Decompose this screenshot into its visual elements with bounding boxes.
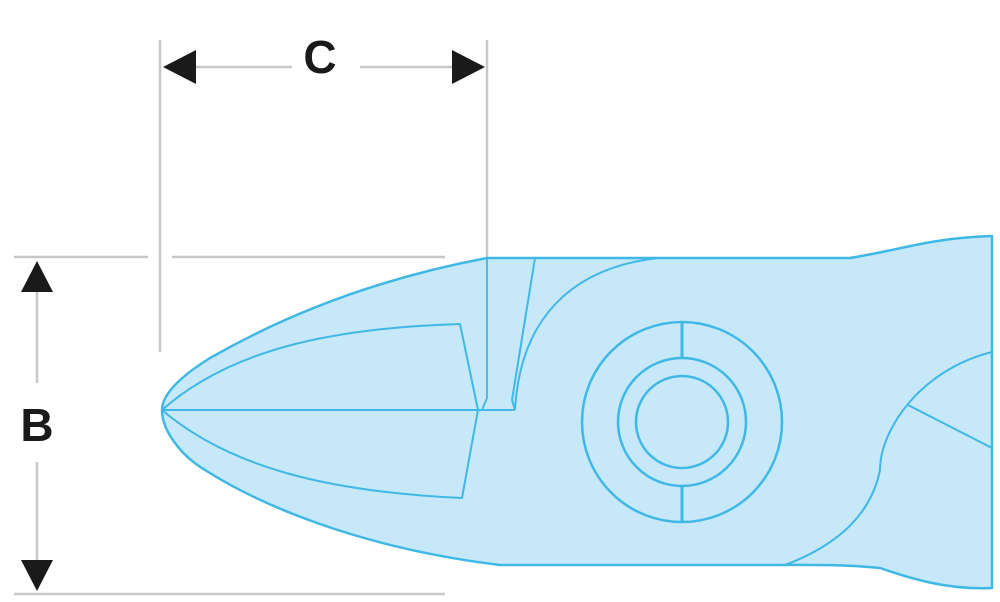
upper-bevel <box>481 258 488 411</box>
arrow-c-right <box>452 50 485 84</box>
arrow-c-left <box>163 50 196 84</box>
arrow-b-bottom <box>21 560 53 591</box>
upper-blade-face <box>161 323 479 411</box>
arrowheads <box>21 50 485 591</box>
dimension-label-c: C <box>303 31 336 83</box>
dimension-label-b: B <box>20 399 53 451</box>
arrow-b-top <box>21 261 53 292</box>
cutting-pliers-head-icon <box>160 234 994 590</box>
lower-blade-face <box>161 409 479 499</box>
jaw-split-line <box>511 257 536 411</box>
pivot-inner-ring <box>634 374 730 470</box>
pliers-body <box>160 234 994 590</box>
jaw-curve <box>514 257 659 411</box>
handle-throat <box>784 351 993 566</box>
handle-split <box>907 404 993 449</box>
